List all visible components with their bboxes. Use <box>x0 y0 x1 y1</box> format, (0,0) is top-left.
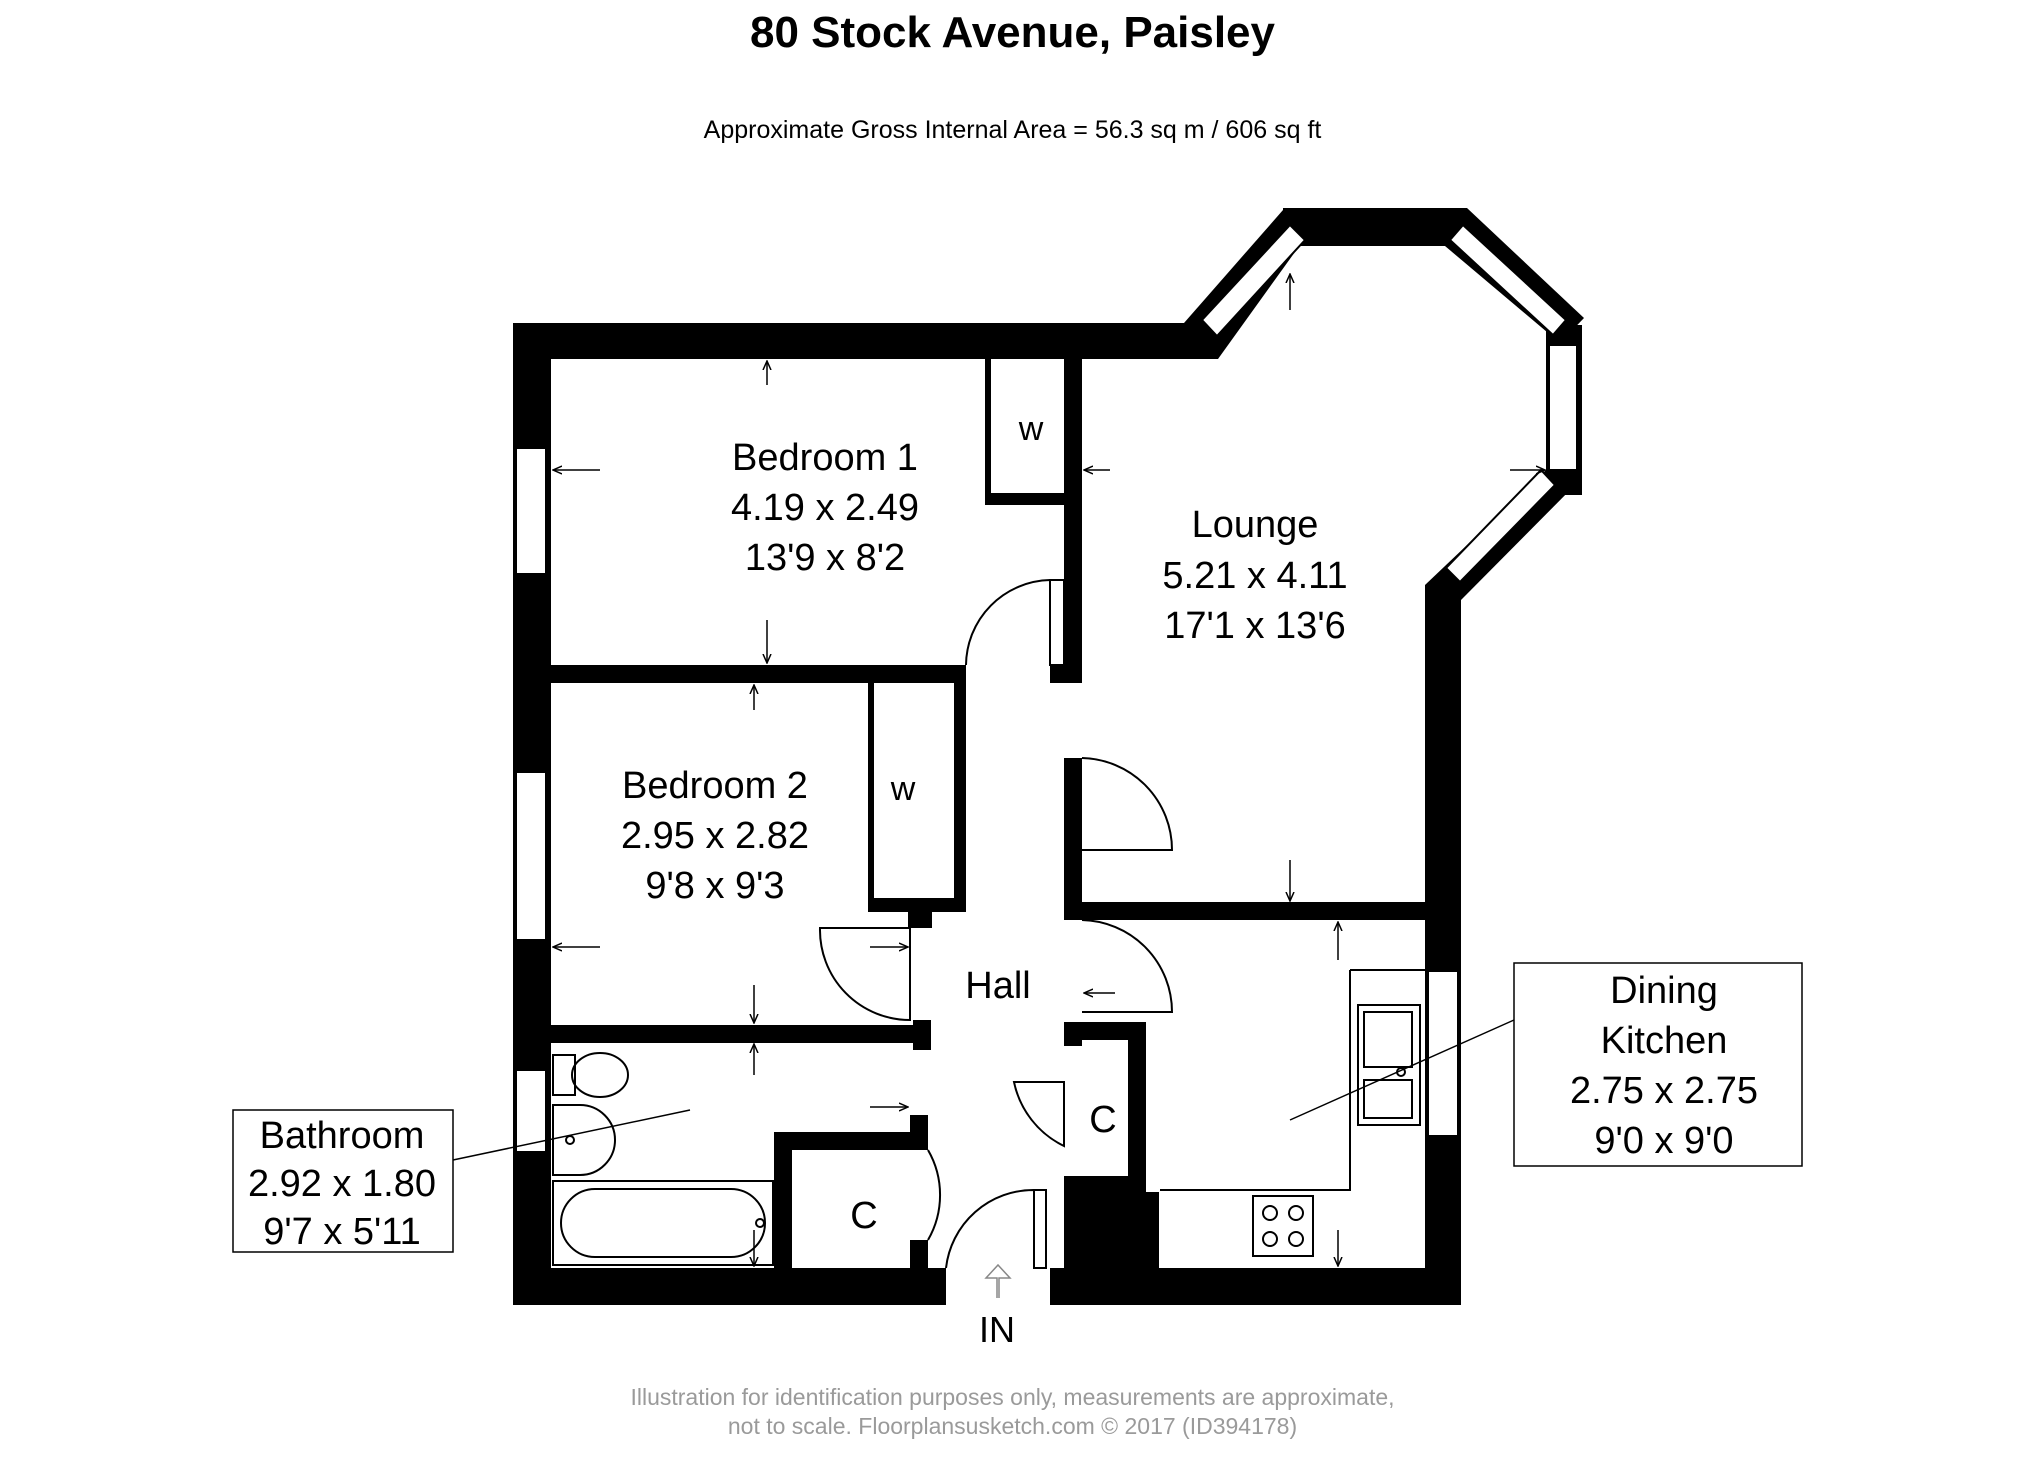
bathroom-fixtures <box>552 1052 774 1266</box>
disclaimer-line2: not to scale. Floorplansusketch.com © 20… <box>727 1413 1298 1439</box>
lounge-window-bottom-right <box>1444 468 1557 584</box>
bath <box>552 1180 774 1266</box>
toilet-cistern <box>552 1054 576 1096</box>
hall-name: Hall <box>965 965 1030 1007</box>
bedroom1-wardrobe-label: w <box>1018 410 1044 448</box>
area-subtitle: Approximate Gross Internal Area = 56.3 s… <box>703 116 1322 144</box>
bedroom1-metric: 4.19 x 2.49 <box>731 487 919 529</box>
worktop-line <box>1160 970 1351 1191</box>
bathroom-cupboard-label: C <box>850 1195 877 1237</box>
bedroom2-door <box>818 927 911 1022</box>
lounge-window-top-right <box>1448 223 1568 337</box>
lounge-name: Lounge <box>1192 504 1319 546</box>
kitchen-name-line1: Dining <box>1610 970 1718 1012</box>
kitchen-door <box>1081 919 1174 1013</box>
bedroom1-door-leaf <box>1049 579 1065 666</box>
bedroom2-wardrobe-label: w <box>890 770 916 808</box>
lounge-imperial: 17'1 x 13'6 <box>1164 605 1345 647</box>
hob <box>1252 1195 1314 1257</box>
windows <box>515 223 1578 1153</box>
bedroom2-imperial: 9'8 x 9'3 <box>645 865 784 907</box>
entrance-arrow <box>984 1263 1012 1298</box>
bedroom2-window <box>515 771 547 941</box>
bedroom2-name: Bedroom 2 <box>622 765 808 807</box>
bathroom-cupboard-door <box>927 1149 942 1241</box>
front-door <box>945 1188 1035 1269</box>
kitchen-window <box>1427 970 1459 1137</box>
kitchen-fixtures <box>1160 969 1425 1257</box>
doors <box>818 578 1174 1269</box>
kitchen-name-line2: Kitchen <box>1601 1020 1728 1062</box>
basin <box>552 1104 616 1176</box>
hall-cupboard-door <box>1012 1081 1065 1148</box>
kitchen-imperial: 9'0 x 9'0 <box>1594 1120 1733 1162</box>
callouts <box>232 962 1803 1253</box>
lounge-metric: 5.21 x 4.11 <box>1162 555 1347 597</box>
lounge-door <box>1081 757 1174 851</box>
bathroom-window <box>515 1069 547 1153</box>
sink <box>1357 1004 1421 1126</box>
disclaimer: Illustration for identification purposes… <box>0 1383 2025 1441</box>
bedroom2-metric: 2.95 x 2.82 <box>621 815 809 857</box>
page-title: 80 Stock Avenue, Paisley <box>749 8 1275 57</box>
bedroom1-imperial: 13'9 x 8'2 <box>745 537 905 579</box>
exterior-walls <box>513 208 1584 1305</box>
lounge-window-left <box>1200 223 1307 338</box>
dimension-arrows <box>554 275 1544 1265</box>
bedroom1-door <box>965 578 1051 666</box>
interior-walls <box>551 359 1461 1268</box>
bathroom-name: Bathroom <box>260 1115 425 1157</box>
bedroom1-name: Bedroom 1 <box>732 437 918 479</box>
hall-cupboard-label: C <box>1089 1099 1116 1141</box>
lounge-window-right <box>1548 344 1578 471</box>
kitchen-metric: 2.75 x 2.75 <box>1570 1070 1758 1112</box>
disclaimer-line1: Illustration for identification purposes… <box>630 1384 1395 1410</box>
front-door-leaf <box>1033 1189 1047 1269</box>
room-labels: Bedroom 1 4.19 x 2.49 13'9 x 8'2 w Loung… <box>248 410 1758 1350</box>
kitchen-callout-box <box>1513 962 1803 1167</box>
bathroom-callout-box <box>232 1109 454 1253</box>
bathroom-imperial: 9'7 x 5'11 <box>263 1211 420 1253</box>
bedroom1-window <box>515 447 547 575</box>
bathroom-metric: 2.92 x 1.80 <box>248 1163 436 1205</box>
entrance-label: IN <box>979 1309 1015 1350</box>
toilet-bowl <box>571 1052 629 1098</box>
